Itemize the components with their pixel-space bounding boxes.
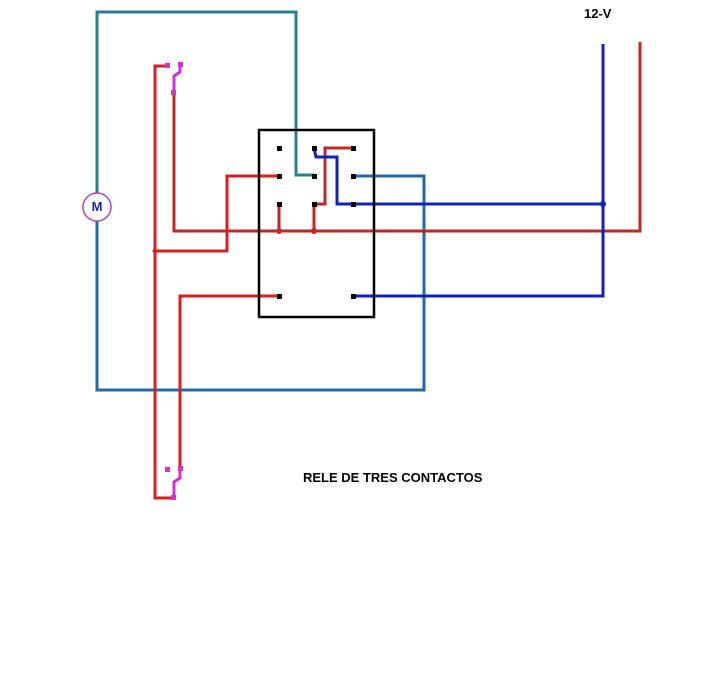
supply-label: 12-V xyxy=(584,6,612,21)
relay-box xyxy=(257,128,376,319)
red-outer-wire xyxy=(153,64,172,500)
motor-label: M xyxy=(91,199,103,214)
motor-symbol xyxy=(82,192,112,222)
red-branch-wire xyxy=(155,174,279,253)
motor-top-wire xyxy=(95,10,314,193)
motor-bottom-wire xyxy=(95,174,426,392)
red-inner-wire xyxy=(172,42,642,233)
top-switch-lever xyxy=(172,64,182,92)
diagram-title: RELE DE TRES CONTACTOS xyxy=(303,470,483,485)
relay-terminals xyxy=(277,146,356,299)
bottom-switch-lever xyxy=(172,470,182,498)
blue-contact-wire xyxy=(312,44,605,206)
blue-coil-wire xyxy=(353,204,605,298)
junctions xyxy=(152,201,606,254)
red-contact-wire-2 xyxy=(312,146,353,231)
red-coil-wire xyxy=(178,294,279,470)
